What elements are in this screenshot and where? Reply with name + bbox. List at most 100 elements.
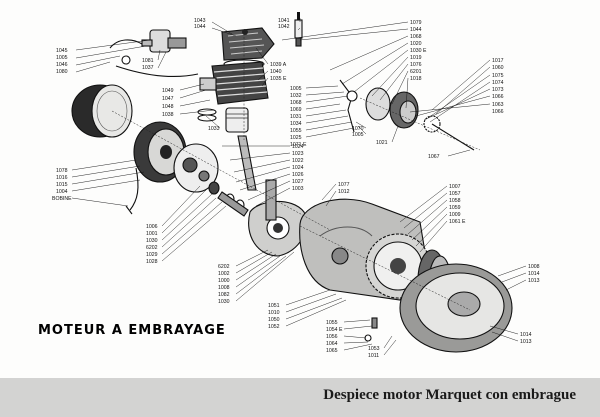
label-1053: 1053 (368, 346, 380, 352)
spark-plug (294, 12, 303, 47)
label-1055: 1055 (290, 128, 302, 134)
label-1081: 1081 (142, 58, 154, 64)
label-1073: 1073 (492, 87, 504, 93)
label-1024b: 1024 (292, 165, 304, 171)
leader-lines (71, 18, 527, 356)
label-6202: 6202 (146, 245, 158, 251)
label-1013b: 1013 (520, 339, 532, 345)
label-1008: 1008 (528, 264, 540, 270)
drive-sprocket (365, 87, 475, 151)
label-1014: 1014 (528, 271, 540, 277)
piston (225, 107, 249, 133)
label-1028: 1028 (146, 259, 158, 265)
label-1013: 1013 (528, 278, 540, 284)
label-1058: 1058 (449, 198, 461, 204)
small-hardware (364, 317, 378, 342)
label-1029: 1029 (146, 252, 158, 258)
label-1019: 1019 (410, 55, 422, 61)
label-bobine: BOBINE (52, 196, 72, 202)
label-1076: 1076 (410, 62, 422, 68)
assembly-axes (111, 30, 481, 311)
engine-exploded-diagram: 1043 1044 1041 1042 1045 1005 1046 1080 … (38, 12, 540, 359)
label-1025: 1025 (290, 135, 302, 141)
label-1051: 1051 (268, 303, 280, 309)
label-1008b: 1008 (218, 285, 230, 291)
label-1005c: 1005 (352, 132, 364, 138)
label-1023: 1023 (292, 151, 304, 157)
label-1068: 1068 (410, 34, 422, 40)
label-1022: 1022 (292, 158, 304, 164)
cylinder-head (221, 27, 275, 61)
label-1077: 1077 (338, 182, 350, 188)
label-1031: 1031 (290, 114, 302, 120)
label-1047: 1047 (162, 96, 174, 102)
label-1052: 1052 (268, 324, 280, 330)
label-1057: 1057 (449, 191, 461, 197)
label-1045: 1045 (56, 48, 68, 54)
label-1071e: 1071 E (290, 142, 307, 148)
label-1068b: 1068 (290, 100, 302, 106)
label-1018: 1018 (410, 76, 422, 82)
label-1030e: 1030 E (410, 48, 427, 54)
carburettor (109, 29, 187, 65)
control-lever (339, 79, 358, 133)
label-1049: 1049 (162, 88, 174, 94)
label-6201: 6201 (410, 69, 422, 75)
label-1005b: 1005 (290, 86, 302, 92)
label-1026: 1026 (292, 172, 304, 178)
label-1067: 1067 (428, 154, 440, 160)
label-1046: 1046 (56, 62, 68, 68)
label-1066b: 1066 (492, 109, 504, 115)
label-1016: 1016 (56, 175, 68, 181)
label-6202b: 6202 (218, 264, 230, 270)
label-1034: 1034 (290, 121, 302, 127)
label-1032: 1032 (290, 93, 302, 99)
label-1060: 1060 (492, 65, 504, 71)
label-1014b: 1014 (520, 332, 532, 338)
label-1074: 1074 (492, 80, 504, 86)
label-1055b: 1055 (326, 320, 338, 326)
label-1056: 1056 (326, 334, 338, 340)
label-1066: 1066 (492, 94, 504, 100)
cylinder-barrel (199, 61, 269, 105)
label-1006: 1006 (146, 224, 158, 230)
label-1044: 1044 (194, 24, 206, 30)
label-1000: 1000 (218, 278, 230, 284)
label-1070: 1070 (352, 126, 364, 132)
label-1021: 1021 (376, 140, 388, 146)
pedal-crank (217, 179, 277, 221)
label-1054e: 1054 E (326, 327, 343, 333)
label-1015: 1015 (56, 182, 68, 188)
diagram-title: MOTEUR A EMBRAYAGE (38, 323, 226, 338)
label-1065: 1065 (326, 348, 338, 354)
label-1011: 1011 (368, 353, 379, 359)
label-1001: 1001 (146, 231, 158, 237)
label-1024: 1024 (292, 144, 304, 150)
label-1080: 1080 (56, 69, 68, 75)
label-1007: 1007 (449, 184, 461, 190)
label-1050: 1050 (268, 317, 280, 323)
part-number-labels: 1043 1044 1041 1042 1045 1005 1046 1080 … (52, 18, 540, 359)
label-1020: 1020 (410, 41, 422, 47)
label-1012: 1012 (338, 189, 350, 195)
label-1017: 1017 (492, 58, 504, 64)
label-1004: 1004 (56, 189, 68, 195)
clutch-cover (399, 263, 513, 353)
label-1030: 1030 (146, 238, 158, 244)
label-1030b: 1030 (218, 299, 230, 305)
label-1010: 1010 (268, 310, 280, 316)
crankcase-left (237, 135, 308, 257)
label-1041: 1041 (278, 18, 290, 24)
image-caption: Despiece motor Marquet con embrague (323, 387, 576, 403)
exploded-view-drawing: 1043 1044 1041 1042 1045 1005 1046 1080 … (38, 12, 540, 359)
magneto-cover (71, 84, 133, 138)
throttle-cable (115, 65, 199, 77)
label-1078: 1078 (56, 168, 68, 174)
label-1069: 1069 (290, 107, 302, 113)
label-1075: 1075 (492, 73, 504, 79)
label-1037: 1037 (142, 65, 154, 71)
label-1061e: 1061 E (449, 219, 466, 225)
label-1002: 1002 (218, 271, 230, 277)
label-1035e: 1035 E (270, 76, 287, 82)
